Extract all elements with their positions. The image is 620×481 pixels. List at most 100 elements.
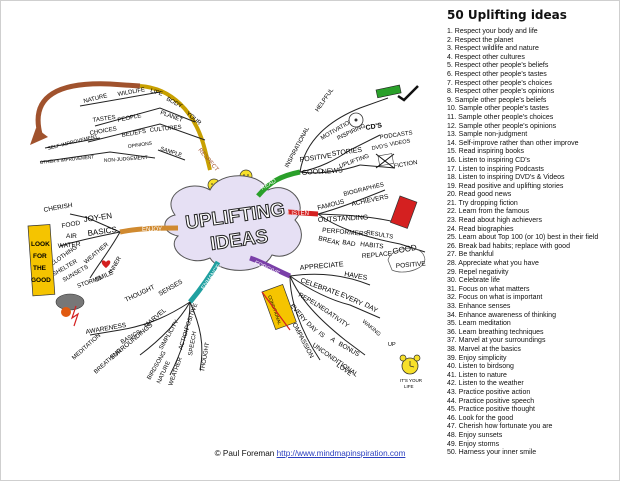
idea-item: 5. Respect other people's beliefs: [447, 62, 549, 70]
footer-credit: © Paul Foreman: [214, 449, 275, 458]
conditional-sign-icon: [261, 284, 297, 331]
idea-item: 37. Marvel at your surroundings: [447, 337, 546, 345]
word-positive: POSITIVE: [299, 153, 332, 164]
idea-item: 12. Sample other people's opinions: [447, 122, 557, 130]
idea-item: 6. Respect other people's tastes: [447, 70, 547, 78]
word-inner: INNER: [109, 255, 124, 275]
word-a: A: [329, 336, 337, 345]
idea-item: 26. Break bad habits; replace with good: [447, 242, 570, 250]
word-videos: VIDEOS: [389, 138, 411, 148]
word-cherish: CHERISH: [43, 202, 73, 214]
word-marvel: MARVEL: [143, 307, 168, 330]
idea-item: 29. Repel negativity: [447, 268, 509, 276]
idea-item: 32. Focus on what is important: [447, 294, 543, 302]
branch-enhance-label: ENHANCE: [201, 264, 223, 291]
word-senses: SENSES: [158, 278, 185, 298]
idea-item: 40. Listen to birdsong: [447, 363, 514, 371]
ideas-panel: 50 Uplifting ideas 1. Respect your body …: [447, 8, 619, 458]
word-bad: BAD: [342, 239, 357, 248]
word-negativity: NEGATIVITY: [315, 302, 351, 330]
idea-item: 22. Learn from the famous: [447, 208, 530, 216]
word-outstanding: OUTSTANDING: [318, 214, 369, 224]
cross-icon: [261, 291, 291, 331]
idea-item: 4. Respect other cultures: [447, 53, 525, 61]
idea-item: 48. Enjoy sunsets: [447, 431, 503, 439]
word-break: BREAK: [318, 235, 342, 247]
fiction-book-icon: [377, 153, 394, 167]
idea-item: 39. Enjoy simplicity: [447, 354, 507, 362]
idea-item: 20. Read good news: [447, 191, 512, 199]
idea-item: 7. Respect other people's choices: [447, 79, 552, 87]
word-beliefs: BELIEFS: [121, 129, 146, 139]
word-positive-2: POSITIVE: [396, 260, 427, 270]
idea-item: 49. Enjoy storms: [447, 440, 500, 448]
word-habits: HABITS: [360, 241, 385, 250]
word-food: FOOD: [61, 220, 81, 230]
word-good-2: GOOD: [392, 243, 418, 256]
enjoy-branch: ENJOY CHERISH JOY-EN FOOD AIR WATER BASI…: [27, 202, 179, 327]
word-awareness: AWARENESS: [85, 322, 127, 336]
word-air: AIR: [66, 233, 77, 240]
word-dvds: DVD'S: [371, 143, 388, 152]
idea-item: 30. Celebrate life: [447, 277, 500, 285]
respect-branch: NATURE WILDLIFE LIFE BODY YOUR PEOPLE PL…: [30, 81, 219, 173]
idea-item: 13. Sample non-judgment: [447, 131, 528, 139]
idea-item: 25. Learn about Top 100 (or 10) best in …: [447, 234, 599, 242]
look-word-4: GOOD: [31, 277, 51, 284]
word-tastes: TASTES: [92, 115, 116, 124]
idea-item: 21. Try dropping fiction: [447, 199, 518, 207]
idea-item: 47. Cherish how fortunate you are: [447, 423, 553, 431]
listen-branch: LISTEN FAMOUS BIOGRAPHIES ACHIEVERS OUTS…: [287, 182, 427, 273]
idea-item: 50. Harness your inner smile: [447, 449, 537, 457]
word-its-your: IT'S YOUR: [400, 378, 423, 383]
storm-cloud-icon: [55, 293, 85, 327]
footer: © Paul Foreman http://www.mindmapinspira…: [0, 449, 620, 458]
idea-item: 36. Learn breathing techniques: [447, 328, 544, 336]
idea-item: 34. Enhance awareness of thinking: [447, 311, 556, 319]
word-positive-3: POSITIVE: [184, 303, 199, 331]
cross-icon: [375, 153, 395, 169]
book-icon: [389, 195, 418, 229]
word-results: RESULTS: [366, 230, 394, 241]
idea-item: 23. Read about high achievers: [447, 217, 542, 225]
idea-item: 8. Respect other people's opinions: [447, 88, 555, 96]
cloud-shape: [164, 175, 302, 271]
idea-item: 45. Practice positive thought: [447, 406, 535, 414]
word-simplicity: SIMPLICITY: [159, 319, 181, 351]
word-haves: HAVES: [344, 271, 368, 282]
idea-item: 38. Marvel at the basics: [447, 345, 521, 353]
word-helpful: HELPFUL: [315, 87, 336, 113]
word-news: NEWS: [322, 167, 344, 176]
idea-item: 28. Appreciate what you have: [447, 260, 539, 268]
idea-item: 18. Listen to inspiring DVD's & Videos: [447, 174, 565, 182]
word-non-judgement: NON-JUDGEMENT: [104, 155, 148, 164]
word-meditation: MEDITATION: [71, 333, 102, 362]
idea-item: 3. Respect wildlife and nature: [447, 45, 539, 53]
idea-item: 31. Focus on what matters: [447, 285, 530, 293]
word-nature: NATURE: [83, 93, 108, 105]
word-opinions: OPINIONS: [127, 141, 153, 150]
word-fiction: FICTION: [393, 160, 418, 170]
word-wildlife: WILDLIFE: [117, 87, 145, 98]
word-performers: PERFORMERS: [322, 227, 369, 238]
word-others-improvement: OTHER'S IMPROVEMENT: [40, 154, 95, 165]
checkmark-icon: [397, 85, 419, 102]
idea-item: 2. Respect the planet: [447, 36, 514, 44]
idea-item: 16. Listen to inspiring CD's: [447, 156, 531, 164]
word-speech: SPEECH: [188, 331, 198, 356]
branch-enjoy-label: ENJOY: [142, 227, 162, 233]
look-word-2: FOR: [33, 253, 47, 260]
word-is: IS: [317, 330, 327, 340]
books-icon: [375, 84, 402, 99]
word-thought-2: THOUGHT: [200, 342, 211, 373]
idea-item: 11. Sample other people's choices: [447, 113, 554, 121]
footer-link[interactable]: http://www.mindmapinspiration.com: [276, 449, 406, 458]
idea-item: 15. Read inspiring books: [447, 148, 525, 156]
word-basics: BASICS: [87, 225, 117, 238]
word-sample: SAMPLE: [159, 146, 182, 159]
branch-listen-label: LISTEN: [288, 211, 309, 217]
idea-item: 10. Sample other people's tastes: [447, 105, 549, 113]
word-good: GOOD: [302, 168, 324, 177]
